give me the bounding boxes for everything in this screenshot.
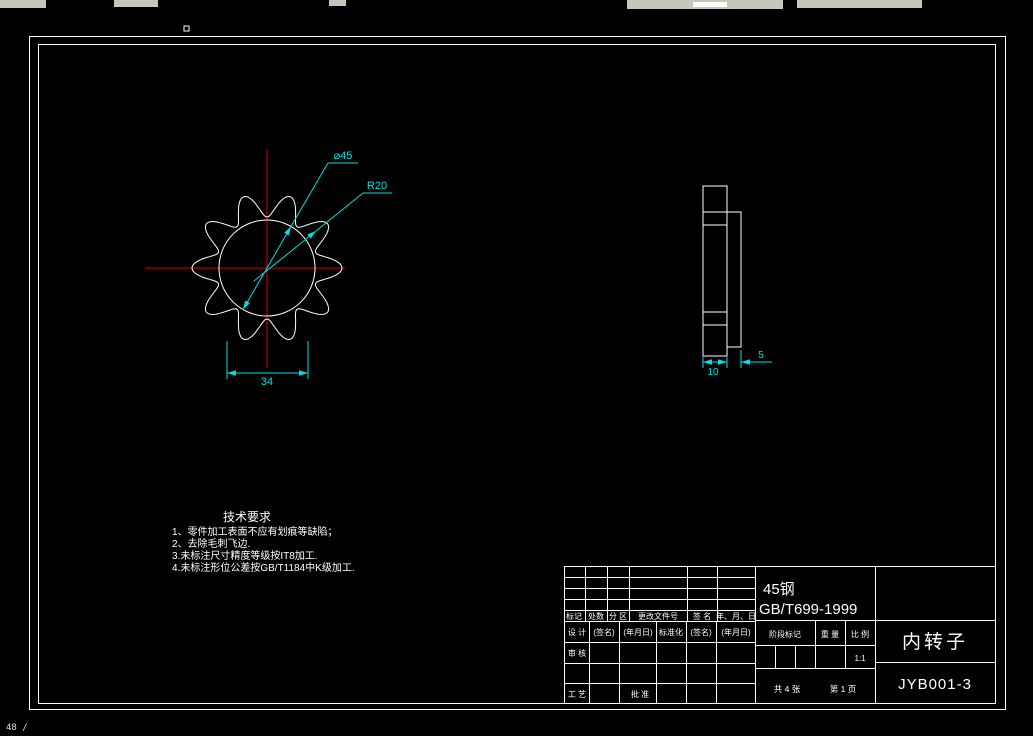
scale-value: 1:1 [854, 654, 866, 663]
tech-req-line: 2、去除毛刺飞边. [172, 537, 250, 550]
dim-label-lobe-radius: R20 [367, 180, 387, 192]
front-view [145, 150, 345, 368]
stage-label: 阶段标记 [769, 629, 801, 639]
part-name: 内转子 [902, 631, 968, 653]
dim-label-width-across: 34 [261, 376, 273, 388]
signature-cell: (签名) [690, 627, 712, 637]
revision-header: 签 名 [693, 611, 711, 621]
sheet-count: 共 4 张 [774, 684, 801, 694]
dim-label-bore-diameter: ⌀45 [334, 150, 353, 162]
process-label: 工 艺 [568, 690, 586, 699]
title-block-grid [564, 566, 996, 704]
tech-req-line: 1、零件加工表面不应有划痕等缺陷； [172, 525, 338, 538]
scale-label: 比 例 [851, 629, 869, 639]
drawing-number: JYB001-3 [898, 676, 972, 693]
bore-circle [218, 219, 316, 317]
tech-req-line: 4.未标注形位公差按GB/T1184中K级加工. [172, 561, 355, 574]
inner-frame [38, 44, 996, 704]
side-view-hub [726, 211, 742, 348]
dimension-body-thickness: 10 [702, 357, 728, 378]
revision-header: 更改文件号 [638, 611, 678, 621]
dimension-hub-thickness: 5 [740, 350, 772, 368]
dim-label-body-thickness: 10 [707, 367, 719, 378]
revision-header: 处数 [588, 611, 604, 621]
signature-cell: 标准化 [659, 627, 683, 637]
corner-marker [183, 25, 190, 32]
signature-cell: 设 计 [568, 627, 586, 637]
sheet-frame [29, 25, 1006, 710]
dimension-lobe-radius: R20 [253, 180, 392, 282]
sheet-number: 第 1 页 [830, 684, 856, 694]
material-line1: 45钢 [763, 581, 795, 598]
toolbar-fragment-5[interactable] [797, 0, 922, 8]
tech-req-title: 技术要求 [223, 510, 271, 524]
toolbar-fragment-2[interactable] [114, 0, 158, 7]
statusbar-fragment: 48 / [6, 723, 28, 733]
signature-cell: (年月日) [623, 627, 653, 637]
outer-frame [29, 36, 1006, 710]
dim-label-hub-thickness: 5 [758, 350, 764, 361]
revision-header: 年、月、日 [716, 611, 756, 621]
side-view [702, 185, 742, 357]
weight-label: 重 量 [821, 629, 839, 639]
tech-req-line: 3.未标注尺寸精度等级按IT8加工. [172, 549, 318, 562]
technical-requirements: 技术要求 1、零件加工表面不应有划痕等缺陷； 2、去除毛刺飞边. 3.未标注尺寸… [172, 510, 355, 574]
dimension-bore-diameter: ⌀45 [242, 150, 358, 310]
toolbar-fragment-3[interactable] [329, 0, 346, 6]
toolbar-field [693, 2, 727, 7]
dimension-width-across: 34 [226, 341, 309, 388]
toolbar-fragment-1[interactable] [0, 0, 46, 8]
signature-cell: (签名) [593, 627, 615, 637]
title-block: 标记 处数 分 区 更改文件号 签 名 年、月、日 设 计 (签名) (年月日)… [564, 566, 996, 704]
check-label: 审 核 [568, 648, 586, 658]
approve-label: 批 准 [631, 689, 649, 699]
signature-cell: (年月日) [721, 627, 751, 637]
revision-header: 分 区 [609, 612, 627, 621]
revision-header: 标记 [566, 611, 582, 621]
material-line2: GB/T699-1999 [759, 601, 857, 618]
toolbar-fragment-4[interactable] [627, 0, 783, 9]
